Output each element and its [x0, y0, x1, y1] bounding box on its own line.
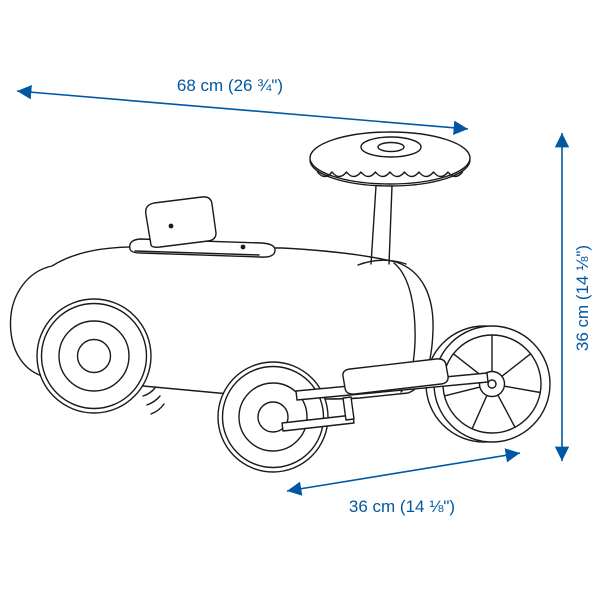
car-line-art	[9, 131, 551, 473]
front-left-wheel	[36, 298, 165, 415]
steering-wheel-rim-bottom	[309, 159, 471, 187]
undercarriage-frame	[281, 358, 489, 432]
height-dimension-label: 36 cm (14 ⅛")	[573, 244, 592, 352]
car-cowl-arc	[357, 259, 407, 266]
steering-column	[370, 185, 377, 265]
steering-wheel-hub	[360, 136, 422, 158]
steering-column	[388, 185, 393, 265]
depth-dimension-line	[286, 448, 521, 496]
steering-wheel-scallop	[316, 171, 464, 178]
width-dimension-line	[16, 85, 469, 135]
depth-dimension-label: 36 cm (14 ⅛")	[348, 497, 456, 516]
seat-screw-dot	[240, 244, 246, 250]
rear-wheel-spokes	[443, 334, 541, 430]
steering-wheel-hub-center	[377, 141, 405, 153]
lower-frame-bar	[281, 414, 355, 432]
seat-screw-dot	[168, 223, 174, 229]
frame-connector	[342, 396, 355, 421]
footrest-plate	[342, 358, 449, 395]
tire-tread-marks	[142, 387, 165, 415]
seat-back	[144, 196, 217, 248]
seat	[129, 196, 276, 258]
steering-wheel	[309, 131, 471, 265]
seat-board-edge	[134, 250, 260, 256]
width-dimension-label: 68 cm (26 ¾")	[176, 76, 284, 95]
rear-wheel	[425, 325, 551, 443]
front-right-wheel	[217, 361, 329, 473]
dimension-lines	[16, 85, 570, 496]
